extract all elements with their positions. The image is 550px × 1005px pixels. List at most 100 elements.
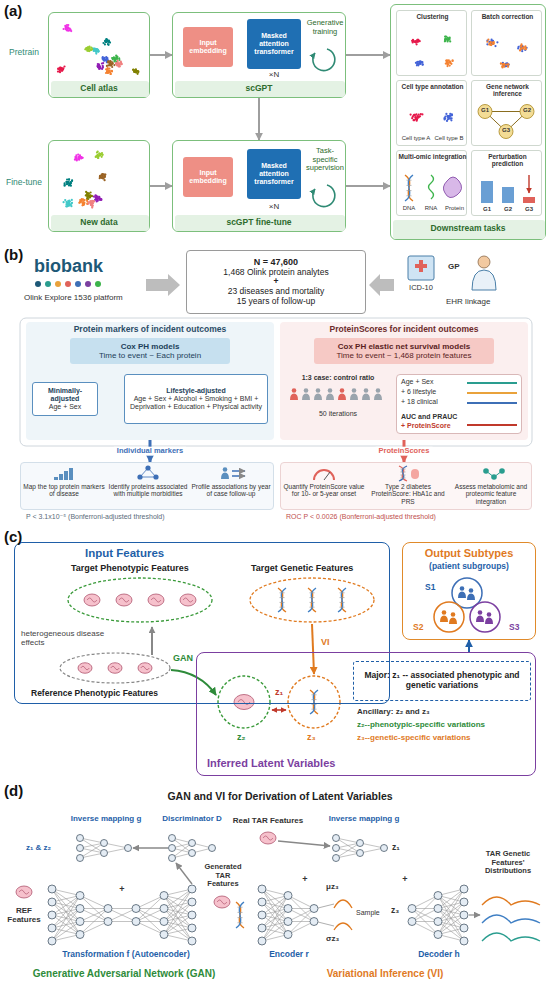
- hospital-cross: [415, 264, 427, 268]
- node-text: Ancillary: z₂ and z₃: [357, 707, 533, 716]
- latent-circle: [218, 676, 270, 728]
- net-neuron: [408, 918, 416, 926]
- scatter-dot: [449, 114, 451, 116]
- doctor-icon: [478, 256, 490, 268]
- scatter-dot: [76, 158, 78, 160]
- dna-strand: [399, 466, 407, 481]
- scatter-dot: [71, 202, 73, 204]
- scatter-dot: [66, 178, 68, 180]
- scatter-dot: [89, 47, 91, 49]
- node-text: scGPT: [173, 84, 345, 94]
- node-text: z₂: [237, 732, 253, 742]
- label: +: [300, 874, 310, 884]
- scatter-dot: [79, 201, 81, 203]
- molecule-atom: [491, 474, 497, 480]
- net-neuron: [160, 905, 168, 913]
- dna-rung: [340, 602, 345, 603]
- person-icon: [467, 594, 475, 601]
- scatter-dot: [449, 40, 451, 42]
- scatter-dot: [101, 173, 103, 175]
- net-neuron: [284, 918, 292, 926]
- connector: [258, 98, 260, 140]
- scatter-dot: [109, 42, 111, 44]
- scatter-dot: [492, 42, 494, 44]
- scatter-dot: [517, 47, 519, 49]
- bar: [502, 187, 514, 203]
- scatter-dot: [88, 50, 90, 52]
- node-text: RNA: [420, 205, 442, 212]
- label: Sample: [356, 909, 390, 917]
- node-text: VI: [321, 637, 337, 647]
- scatter-dot: [492, 41, 494, 43]
- net-neuron: [408, 905, 416, 913]
- outcome-box: Quantify ProteinScore value for 10- or 5…: [280, 462, 532, 510]
- node-text: Minimally-adjusted: [36, 387, 94, 403]
- scatter-dot: [99, 153, 101, 155]
- scatter-dot: [90, 201, 92, 203]
- label: Olink Explore 1536 platform: [24, 293, 174, 302]
- net-neuron: [77, 845, 84, 852]
- net-neuron: [104, 905, 112, 913]
- scatter-dot: [88, 196, 90, 198]
- scatter-dot: [88, 194, 90, 196]
- brain-icon: [234, 695, 254, 710]
- net-neuron: [460, 911, 468, 919]
- scatter-dot: [420, 61, 422, 63]
- scatter-dot: [68, 181, 70, 183]
- net-link: [438, 915, 464, 935]
- distribution-curve: [482, 897, 540, 905]
- net-neuron: [160, 931, 168, 939]
- analysis-panel: ProteinScores for incident outcomes1:3 c…: [280, 322, 528, 440]
- label: (d): [4, 782, 36, 799]
- person-icon: [442, 610, 447, 615]
- data-box: Cell atlas: [48, 12, 150, 98]
- model-box: scGPT fine-tune×NTask-specific supervisi…: [172, 140, 346, 232]
- scatter-dot: [418, 40, 420, 42]
- knockdown-arrow: [528, 175, 529, 193]
- scatter-dot: [507, 66, 509, 68]
- node-text: 1,468 Olink protein analytes: [223, 268, 328, 278]
- vial-icon: [411, 469, 419, 479]
- scatter-dot: [444, 118, 446, 120]
- edge-label: ProteinScores: [376, 447, 433, 456]
- node-illustration: [472, 11, 543, 77]
- net-neuron: [460, 885, 468, 893]
- scatter-dot: [97, 63, 99, 65]
- net-neuron: [333, 845, 340, 852]
- scatter-dot: [64, 185, 66, 187]
- node-text: G1: [480, 206, 494, 213]
- scatter-dot: [416, 64, 418, 66]
- node-text: Major: z₁ -- associated phenotypic and g…: [357, 671, 527, 691]
- scatter-dot: [121, 63, 123, 65]
- covariate-box: Minimally-adjustedAge + Sex: [32, 382, 98, 416]
- label: Encoder r: [254, 950, 324, 960]
- net-neuron: [132, 918, 140, 926]
- model-box: Cox PH modelsTime to event ~ Each protei…: [70, 338, 230, 364]
- label: μz₃: [326, 882, 354, 891]
- scatter-dot: [447, 116, 449, 118]
- logo-dot: [85, 281, 91, 287]
- node-text: Downstream tasks: [391, 224, 545, 234]
- net-neuron: [460, 937, 468, 945]
- scatter-dot: [115, 57, 117, 59]
- scatter-dot: [106, 71, 108, 73]
- scatter-dot: [109, 64, 111, 66]
- node-illustration: [397, 11, 468, 77]
- scatter-dot: [102, 66, 104, 68]
- scatter-dot: [95, 156, 97, 158]
- scatter-dot: [104, 179, 106, 181]
- net-neuron: [169, 855, 176, 862]
- node-text: Type 2 diabetes ProteinScore: HbA1c and …: [367, 483, 449, 505]
- scatter-dot: [421, 113, 423, 115]
- scatter-dot: [90, 201, 92, 203]
- net-neuron: [357, 840, 364, 847]
- scatter-dot: [109, 61, 111, 63]
- node-text: GAN: [173, 653, 199, 663]
- node-text: Profile associations by year of case fol…: [191, 483, 271, 498]
- scatter-dot: [419, 61, 421, 63]
- gaussian-icon: [334, 900, 352, 908]
- node-text: Batch correction: [473, 13, 542, 20]
- node-text: Inferred Latent Variables: [207, 757, 427, 770]
- net-neuron: [77, 855, 84, 862]
